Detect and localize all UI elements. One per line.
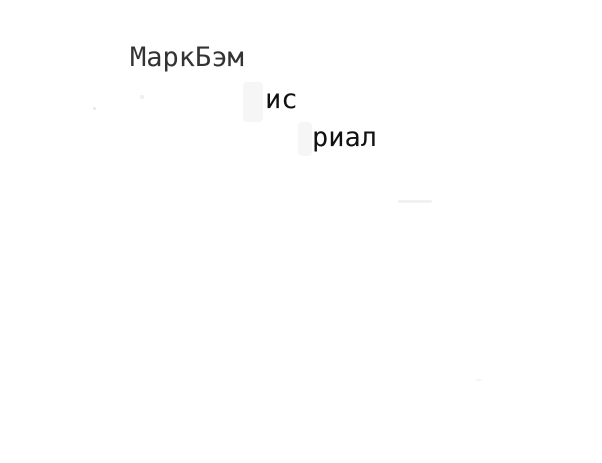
text-line-1: МаркБэм — [130, 42, 244, 73]
text-line-3: риал — [312, 122, 378, 153]
text-line-2: ис — [265, 84, 298, 115]
scan-speck — [140, 95, 144, 99]
scan-speck — [93, 107, 96, 110]
scan-speck — [476, 379, 482, 381]
scan-haze — [243, 82, 263, 122]
scan-smudge — [398, 200, 432, 203]
scan-haze — [298, 122, 312, 156]
